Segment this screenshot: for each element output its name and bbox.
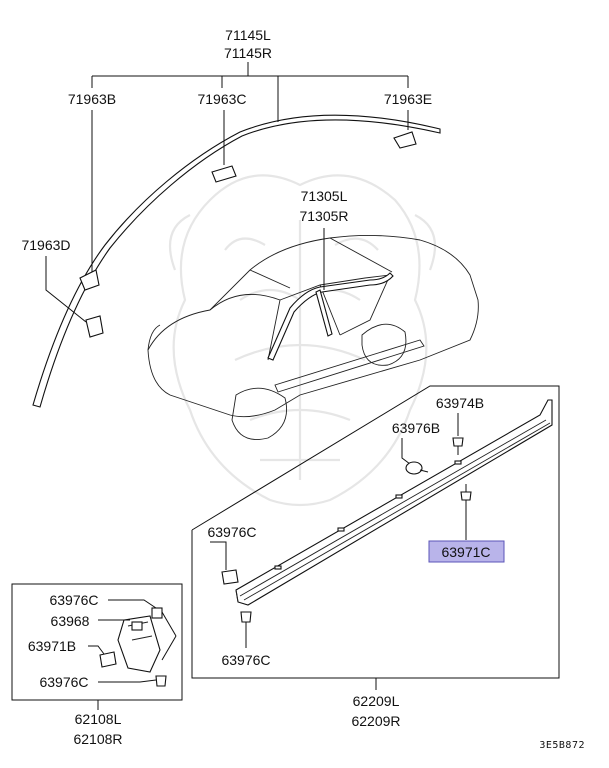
label-71963d: 71963D [21,237,70,253]
label-71305l: 71305L [301,188,348,204]
label-71963e: 71963E [384,91,432,107]
clip-63974b-part [452,413,464,455]
label-71963c: 71963C [197,91,246,107]
label-62108r: 62108R [73,731,122,747]
clip-63976c-sill-top-part [210,541,239,585]
label-62209r: 62209R [351,713,400,729]
sill-group-box [191,385,560,690]
car-outline [147,234,479,440]
inset-leaders [88,599,157,683]
watermark-emblem [168,174,437,507]
label-71145r: 71145R [224,45,272,61]
highlight-63971c [428,540,505,563]
label-inset-63976c-top: 63976C [49,592,98,608]
clip-71963d-part [45,256,104,338]
diagram-code: 3E5B872 [539,740,585,751]
label-71145l: 71145L [225,27,271,43]
sill-molding [235,399,553,606]
inset-bracket-part [99,607,177,687]
label-62108l: 62108L [75,711,122,727]
clip-63971c-part [460,484,472,540]
label-71305r: 71305R [299,208,348,224]
label-inset-63968: 63968 [51,613,90,629]
label-63976c-sill-bottom: 63976C [221,652,270,668]
label-71963b: 71963B [68,91,116,107]
leader-71145 [91,62,409,122]
label-63971c[interactable]: 63971C [441,544,490,560]
door-molding [267,228,394,361]
label-63976c-sill-top: 63976C [207,524,256,540]
clip-63976b-part [401,438,429,475]
inset-box [11,583,183,710]
clip-63976c-sill-bottom-part [240,611,252,648]
clip-71963e-part [393,110,417,149]
clip-71963c-part [211,110,237,183]
label-inset-63971b: 63971B [28,638,76,654]
label-62209l: 62209L [353,693,400,709]
roof-molding [32,114,441,408]
label-inset-63976c-bottom: 63976C [39,674,88,690]
label-63976b: 63976B [392,420,440,436]
label-63974b: 63974B [436,395,484,411]
clip-71963b-part [79,110,100,291]
